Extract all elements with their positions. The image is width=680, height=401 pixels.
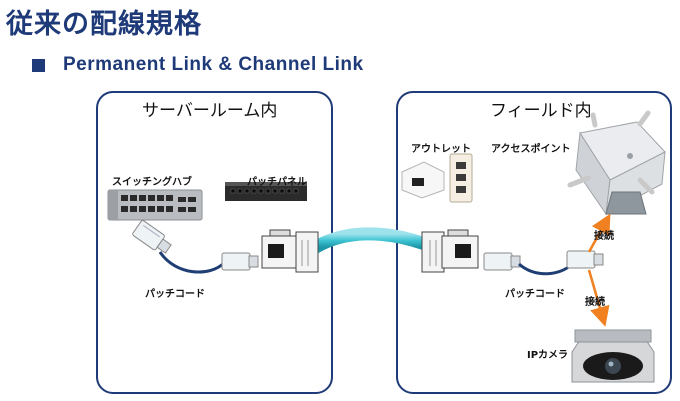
patch-panel-label: パッチパネル	[247, 177, 307, 188]
connect-arrow-down	[587, 269, 610, 327]
access-point-icon	[567, 110, 666, 216]
connect-arrow-up	[587, 213, 611, 253]
wall-plate-icon	[449, 153, 473, 203]
keystone-jack-right-icon	[421, 229, 479, 273]
rj45-plug-right-1-icon	[483, 252, 521, 271]
patch-cord-left	[158, 251, 227, 274]
square-bullet-icon	[32, 58, 45, 72]
rj45-plug-left-icon	[132, 220, 172, 254]
permanent-link-cable	[309, 227, 432, 254]
subtitle-row: Permanent Link & Channel Link	[32, 54, 364, 75]
patch-cord-right	[518, 262, 574, 276]
ip-camera-icon	[571, 329, 655, 383]
patch-cord-label-left: パッチコード	[145, 289, 205, 300]
connect-label-2: 接続	[585, 297, 605, 308]
connect-label-1: 接続	[594, 231, 614, 242]
outlet-label: アウトレット	[411, 144, 471, 155]
outlet-icon	[401, 161, 445, 199]
field-title: フィールド内	[490, 101, 592, 121]
page-title: 従来の配線規格	[6, 9, 202, 40]
rj45-plug-right-2-icon	[566, 250, 604, 269]
patch-panel-icon	[225, 182, 307, 201]
patch-cord-label-right: パッチコード	[505, 289, 565, 300]
ip-camera-label: IPカメラ	[527, 350, 569, 361]
server-room-title: サーバールーム内	[142, 101, 278, 121]
rj45-plug-middle-icon	[221, 252, 259, 271]
switching-hub-label: スイッチングハブ	[112, 177, 192, 188]
keystone-jack-left-icon	[261, 229, 319, 273]
subtitle: Permanent Link & Channel Link	[63, 54, 364, 75]
switching-hub-icon	[107, 189, 203, 221]
access-point-label: アクセスポイント	[491, 144, 571, 155]
